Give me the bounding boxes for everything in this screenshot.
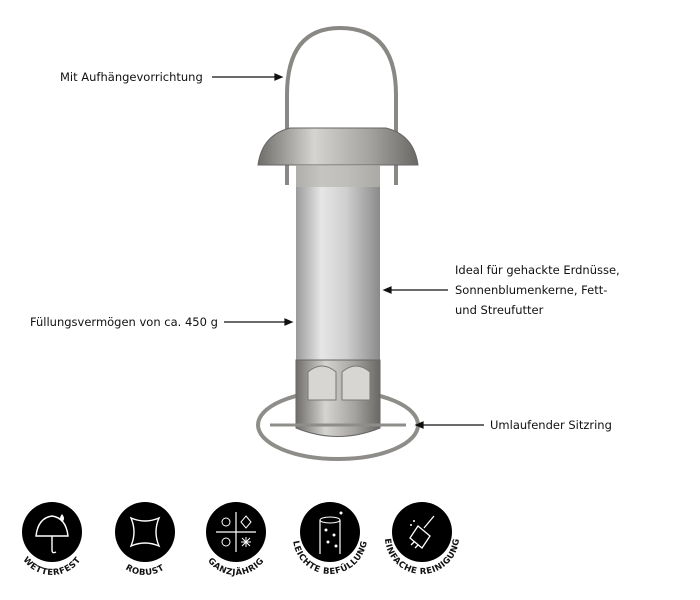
ring-label: Umlaufender Sitzring [490,418,612,432]
lid [257,127,419,166]
ideal-label-1: Ideal für gehackte Erdnüsse, [455,263,620,277]
ideal-label-2: Sonnenblumenkerne, Fett- [455,283,608,297]
four-seasons-icon [206,502,266,562]
broom-icon [392,502,452,562]
fill-tube-icon [300,502,360,562]
stretch-square-icon [115,502,175,562]
hanger-handle [285,25,398,185]
hanger-label: Mit Aufhängevorrichtung [60,70,203,84]
feature-label-1: ROBUST [124,563,166,578]
capacity-label: Füllungsvermögen von ca. 450 g [30,315,218,329]
svg-text:ROBUST: ROBUST [124,563,167,578]
arrows [212,73,484,429]
tube [296,165,380,365]
ideal-label-3: und Streufutter [455,303,544,317]
umbrella-rain-icon [22,502,82,562]
